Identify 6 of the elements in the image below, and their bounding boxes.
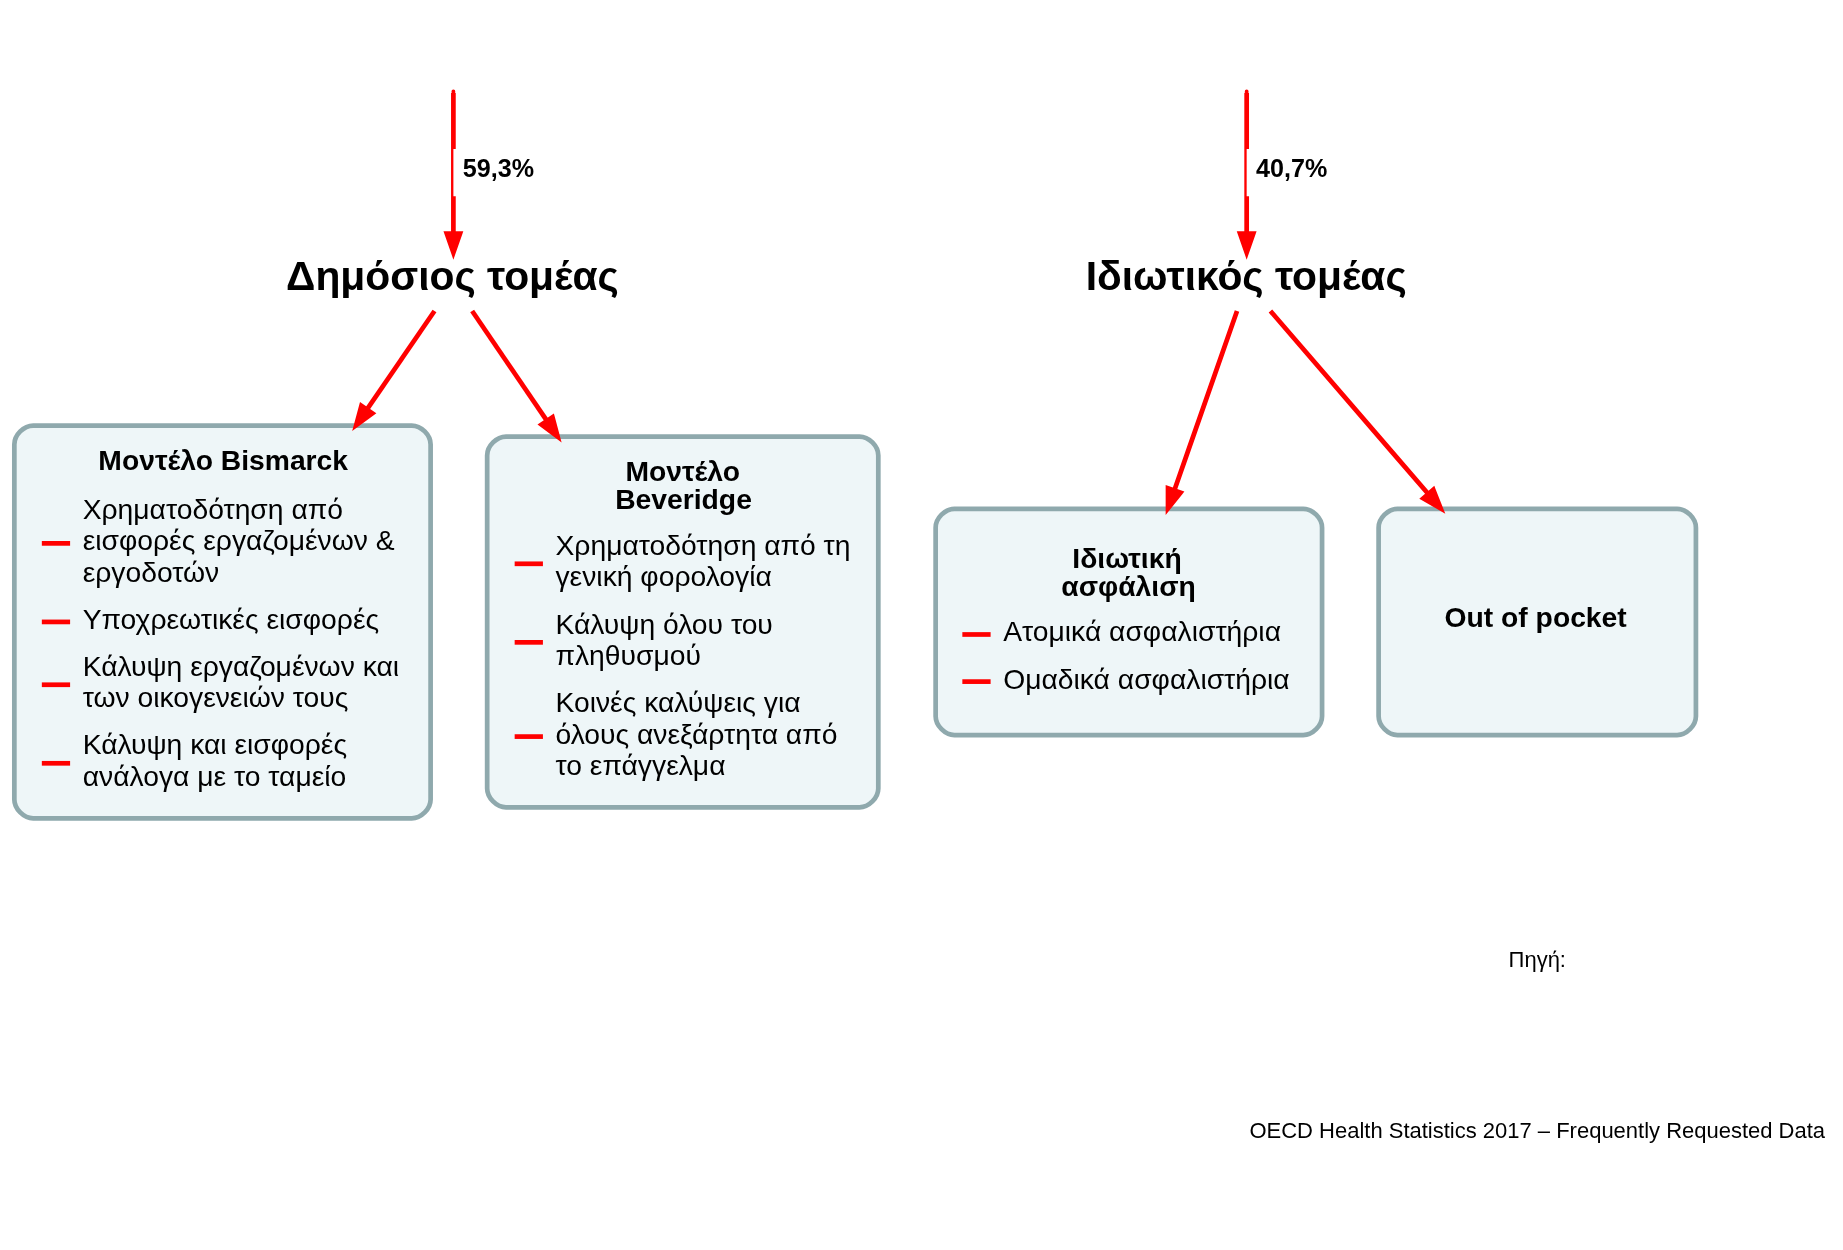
label: Πηγή: <box>1508 946 1566 972</box>
label: OECD Health Statistics 2017 – Frequently Requested Data <box>1249 1117 1826 1143</box>
node-text: Δημόσιος τομέας <box>286 252 619 299</box>
node-text: Ιδιωτικός τομέας <box>1085 252 1407 299</box>
edge-label: 59,3% <box>462 153 535 182</box>
edge-label: 40,7% <box>1256 153 1328 182</box>
